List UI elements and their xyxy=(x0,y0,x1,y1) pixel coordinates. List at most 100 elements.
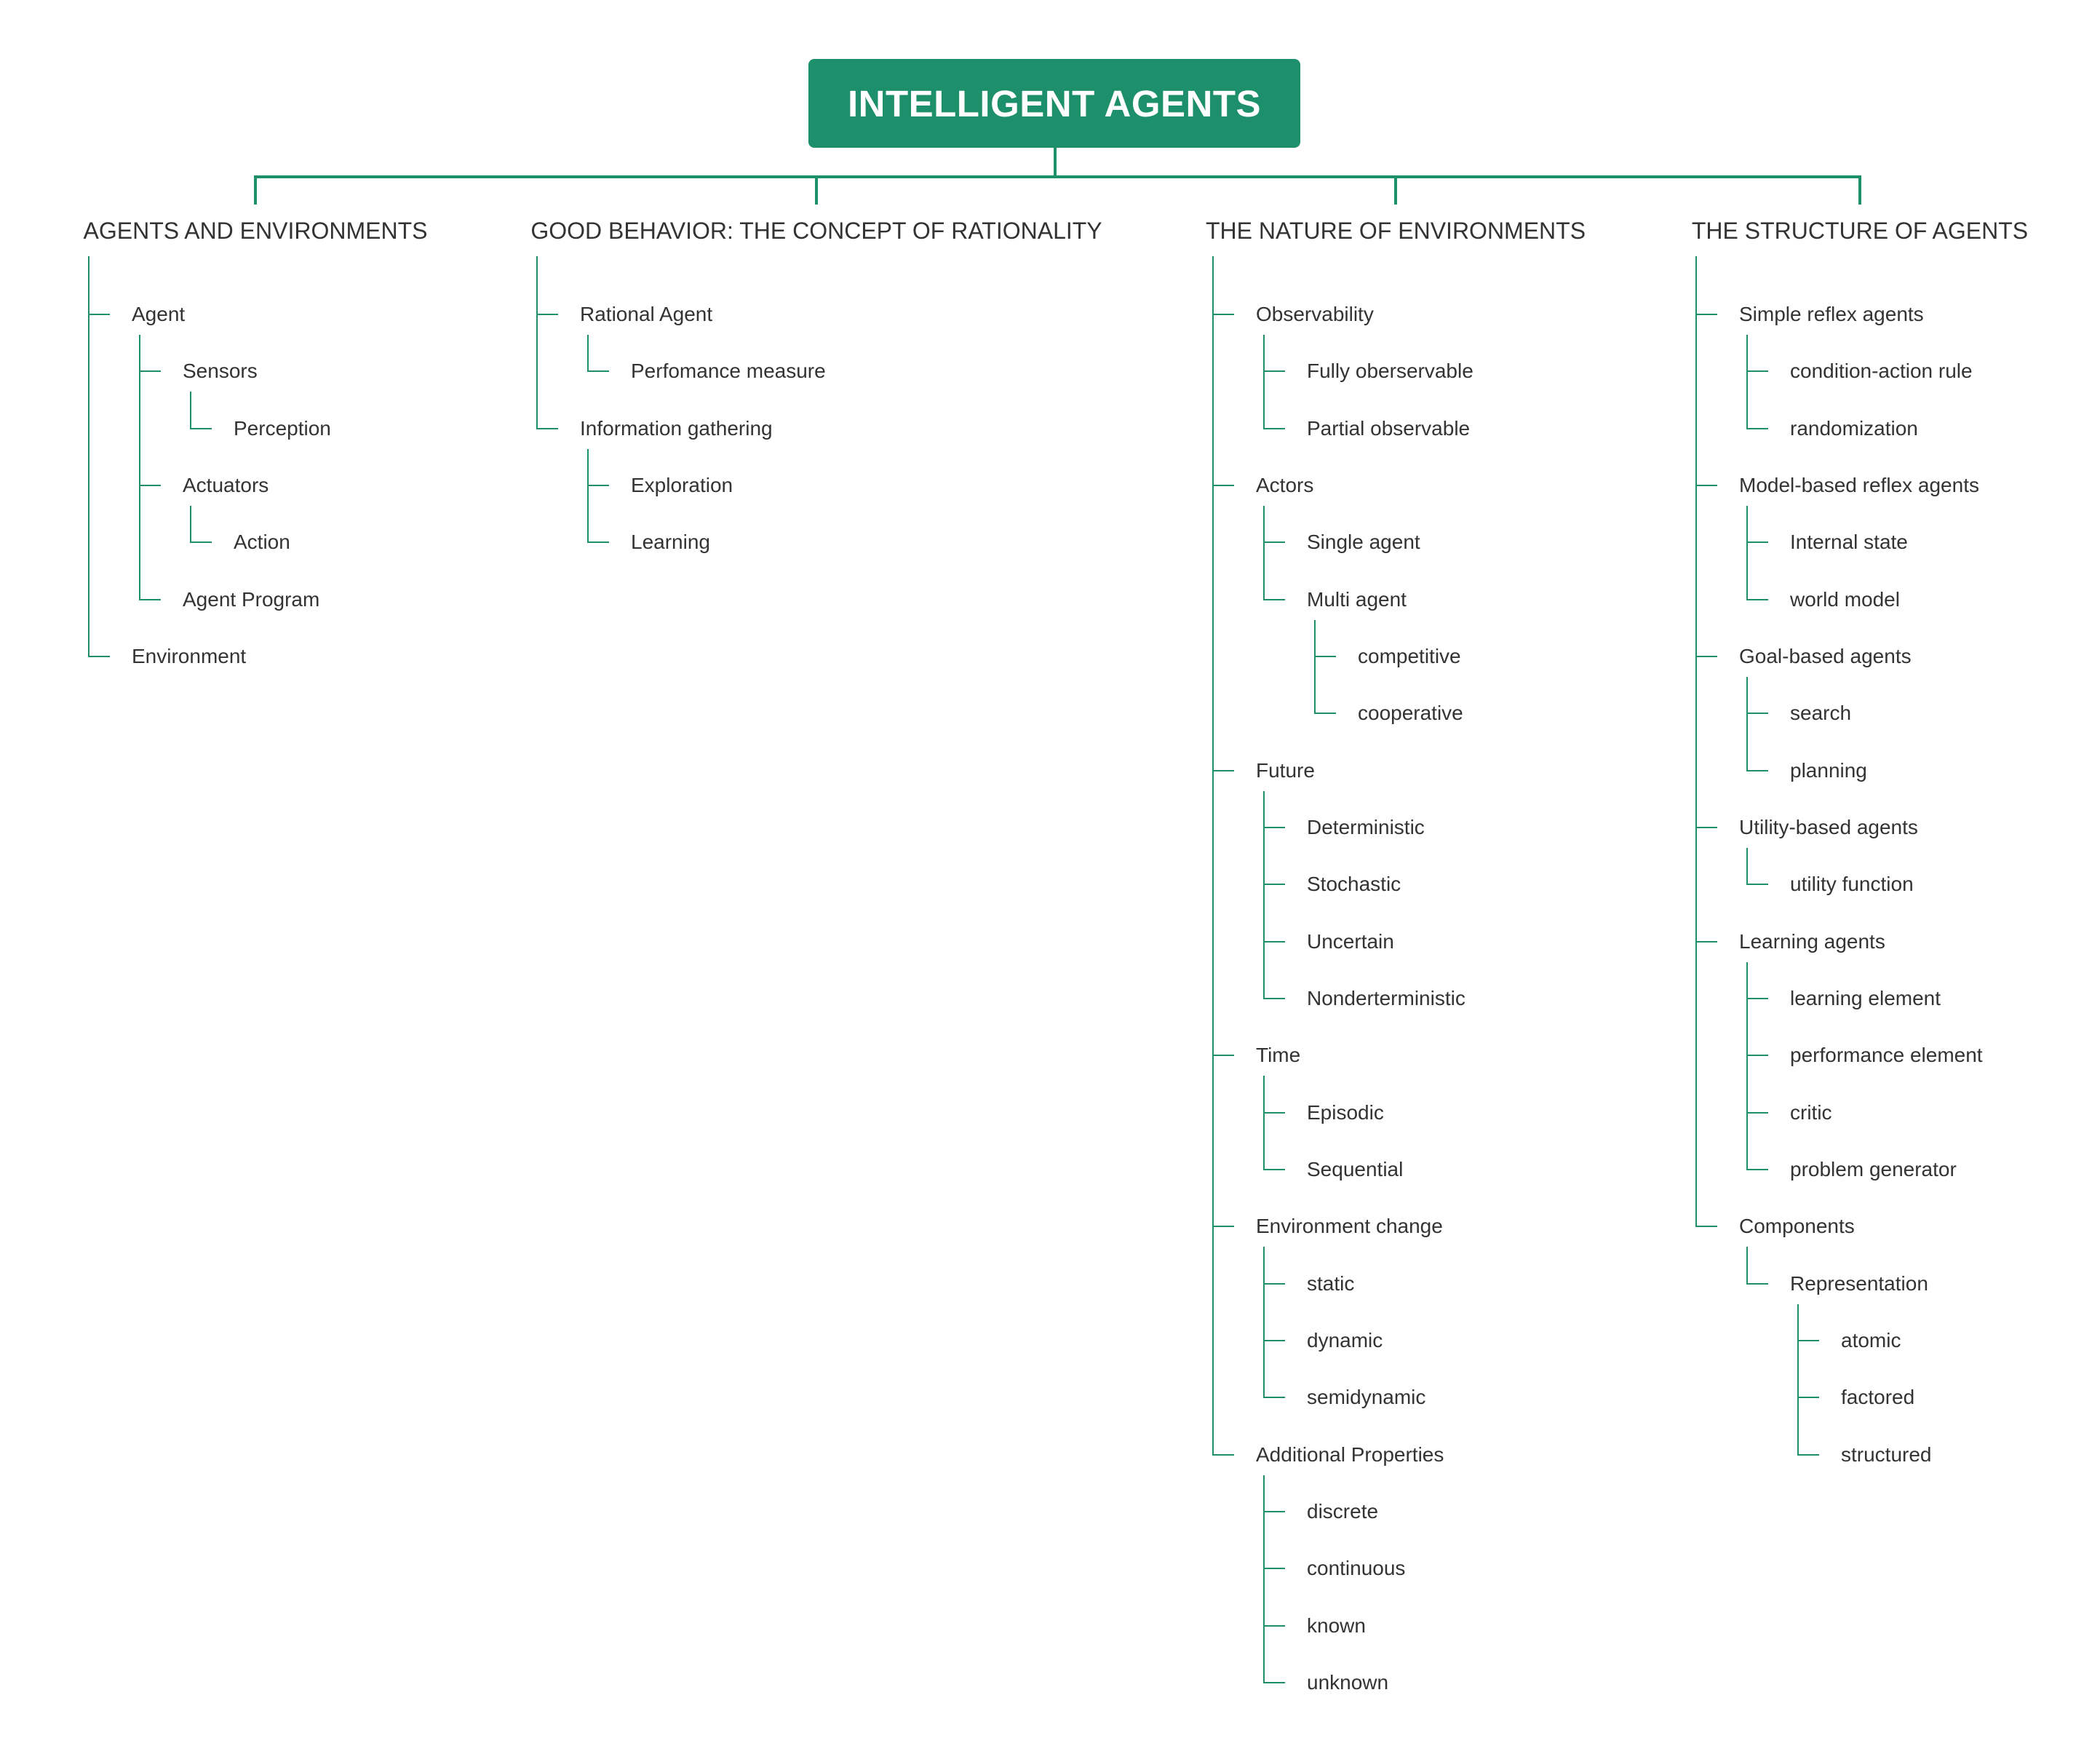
node-randomization: randomization xyxy=(1790,417,1918,440)
node-additional-properties: Additional Properties xyxy=(1256,1443,1444,1466)
tree-connector xyxy=(1746,713,1768,714)
tree-connector xyxy=(1263,1340,1285,1341)
tree-connector xyxy=(1263,541,1285,543)
tree-connector xyxy=(1263,998,1285,999)
tree-connector xyxy=(1212,770,1234,771)
tree-connector xyxy=(88,656,110,657)
node-static: static xyxy=(1307,1272,1355,1295)
node-stochastic: Stochastic xyxy=(1307,873,1401,895)
tree-trunk xyxy=(1746,1247,1748,1285)
node-competitive: competitive xyxy=(1358,645,1461,667)
node-uncertain: Uncertain xyxy=(1307,930,1394,953)
node-utility-function: utility function xyxy=(1790,873,1914,895)
tree-connector xyxy=(587,485,609,486)
tree-connector xyxy=(1797,1340,1819,1341)
tree-connector xyxy=(1746,770,1768,771)
tree-trunk xyxy=(536,256,538,429)
tree-trunk xyxy=(190,392,191,429)
node-agent-program: Agent Program xyxy=(183,588,320,611)
node-action: Action xyxy=(234,531,290,553)
node-actuators: Actuators xyxy=(183,474,269,496)
tree-connector xyxy=(1212,314,1234,315)
tree-connector xyxy=(1695,941,1717,943)
node-dynamic: dynamic xyxy=(1307,1329,1383,1352)
node-rational-agent: Rational Agent xyxy=(580,303,713,325)
tree-connector xyxy=(587,541,609,543)
tree-connector xyxy=(139,370,161,372)
node-model-based-reflex-agents: Model-based reflex agents xyxy=(1739,474,1979,496)
tree-trunk xyxy=(1263,791,1265,999)
node-sensors: Sensors xyxy=(183,360,258,382)
tree-connector xyxy=(1263,941,1285,943)
tree-trunk xyxy=(1797,1304,1799,1456)
tree-connector xyxy=(1695,485,1717,486)
node-world-model: world model xyxy=(1790,588,1900,611)
node-critic: critic xyxy=(1790,1101,1832,1124)
tree-connector xyxy=(88,314,110,315)
node-perception: Perception xyxy=(234,417,331,440)
node-perfomance-measure: Perfomance measure xyxy=(631,360,826,382)
tree-connector xyxy=(1746,428,1768,429)
tree-connector xyxy=(1695,1226,1717,1227)
tree-trunk xyxy=(1746,677,1748,771)
node-internal-state: Internal state xyxy=(1790,531,1908,553)
tree-connector xyxy=(190,541,212,543)
tree-connector xyxy=(1212,485,1234,486)
node-representation: Representation xyxy=(1790,1272,1928,1295)
node-known: known xyxy=(1307,1614,1366,1637)
tree-trunk xyxy=(587,335,589,372)
node-learning: Learning xyxy=(631,531,710,553)
tree-connector xyxy=(1212,1454,1234,1456)
tree-connector xyxy=(1314,656,1336,657)
node-discrete: discrete xyxy=(1307,1500,1379,1523)
tree-connector xyxy=(139,599,161,600)
node-atomic: atomic xyxy=(1841,1329,1901,1352)
node-deterministic: Deterministic xyxy=(1307,816,1425,838)
tree-connector xyxy=(1263,827,1285,828)
node-continuous: continuous xyxy=(1307,1557,1406,1579)
node-time: Time xyxy=(1256,1044,1301,1066)
tree-connector xyxy=(1314,713,1336,714)
tree-connector xyxy=(1212,1055,1234,1056)
node-performance-element: performance element xyxy=(1790,1044,1983,1066)
node-information-gathering: Information gathering xyxy=(580,417,773,440)
node-nonderterministic: Nonderterministic xyxy=(1307,987,1465,1009)
branch-title-agents-environments: AGENTS AND ENVIRONMENTS xyxy=(83,218,428,244)
branch-stem-3 xyxy=(1394,175,1397,205)
tree-trunk xyxy=(1746,848,1748,885)
tree-connector xyxy=(1746,599,1768,600)
tree-connector xyxy=(1263,370,1285,372)
tree-connector xyxy=(536,314,558,315)
tree-connector xyxy=(1263,599,1285,600)
node-single-agent: Single agent xyxy=(1307,531,1420,553)
node-environment-change: Environment change xyxy=(1256,1215,1443,1237)
node-multi-agent: Multi agent xyxy=(1307,588,1407,611)
root-stem xyxy=(1054,148,1057,177)
tree-trunk xyxy=(139,335,140,600)
branch-title-structure-agents: THE STRUCTURE OF AGENTS xyxy=(1691,218,2029,244)
tree-trunk xyxy=(1746,335,1748,429)
tree-connector xyxy=(190,428,212,429)
tree-connector xyxy=(1695,827,1717,828)
node-semidynamic: semidynamic xyxy=(1307,1386,1426,1408)
tree-connector xyxy=(1263,1511,1285,1512)
tree-connector xyxy=(1746,370,1768,372)
node-factored: factored xyxy=(1841,1386,1915,1408)
tree-connector xyxy=(1746,998,1768,999)
tree-connector xyxy=(1695,656,1717,657)
tree-connector xyxy=(1746,1055,1768,1056)
root-bus xyxy=(254,175,1861,178)
root-title: INTELLIGENT AGENTS xyxy=(847,82,1262,124)
tree-connector xyxy=(1263,1169,1285,1170)
tree-connector xyxy=(1263,1625,1285,1627)
tree-connector xyxy=(139,485,161,486)
node-structured: structured xyxy=(1841,1443,1932,1466)
node-components: Components xyxy=(1739,1215,1855,1237)
tree-trunk xyxy=(1212,256,1214,1456)
tree-connector xyxy=(536,428,558,429)
tree-trunk xyxy=(1263,1475,1265,1683)
tree-trunk xyxy=(1695,256,1697,1227)
node-future: Future xyxy=(1256,759,1315,782)
node-sequential: Sequential xyxy=(1307,1158,1404,1180)
